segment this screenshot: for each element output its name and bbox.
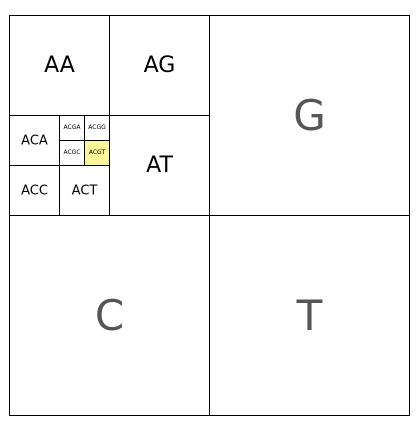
cell-act-label: ACT <box>71 183 98 198</box>
cell-acgc-label: ACGC <box>63 149 81 156</box>
cell-aca: ACA <box>9 115 60 166</box>
cell-acgt-label: ACGT <box>88 149 106 156</box>
cell-at-label: AT <box>146 152 173 178</box>
cell-acgc: ACGC <box>59 140 85 166</box>
cell-at: AT <box>109 115 210 216</box>
cell-t: T <box>209 215 410 416</box>
cell-ag: AG <box>109 15 210 116</box>
cell-c: C <box>9 215 210 416</box>
cell-g-label: G <box>293 90 326 140</box>
cell-acgg: ACGG <box>84 115 110 141</box>
cell-act: ACT <box>59 165 110 216</box>
cell-acgt: ACGT <box>84 140 110 166</box>
cell-acc: ACC <box>9 165 60 216</box>
cell-acgg-label: ACGG <box>88 124 106 131</box>
cell-acc-label: ACC <box>21 183 48 198</box>
cell-g: G <box>209 15 410 216</box>
cell-acga-label: ACGA <box>63 124 81 131</box>
cell-ag-label: AG <box>143 52 176 78</box>
cell-aa-label: AA <box>44 52 75 78</box>
cell-acga: ACGA <box>59 115 85 141</box>
cell-c-label: C <box>94 290 125 340</box>
cell-aa: AA <box>9 15 110 116</box>
cell-aca-label: ACA <box>21 133 48 148</box>
cell-t-label: T <box>296 290 323 340</box>
